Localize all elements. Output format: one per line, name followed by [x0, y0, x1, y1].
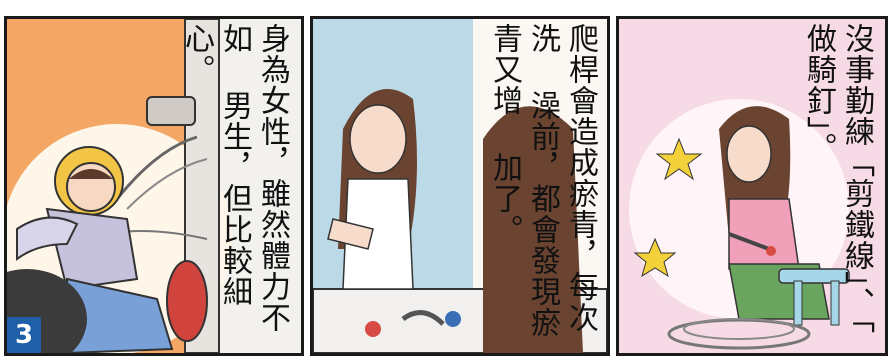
panel-1-line-2: 男生，但比較細心。 — [179, 23, 252, 307]
panel-2-line-3: 加了。 — [487, 152, 522, 245]
panel-2-line-2: 澡前，都會發現瘀青又增 — [487, 23, 560, 338]
panel-3-line-2: 做騎釘」。 — [801, 23, 836, 163]
panel-number-badge: 3 — [7, 317, 41, 353]
panel-climbing: 身為女性，雖然體力不如 男生，但比較細心。 3 — [4, 16, 304, 356]
mirror-illustration — [313, 19, 607, 353]
panel-1-line-1: 身為女性，雖然體力不如 — [217, 23, 290, 333]
cutting-wire-illustration — [619, 19, 885, 353]
climbing-illustration — [7, 19, 301, 353]
panel-mirror: 爬桿會造成瘀青，每次洗 澡前，都會發現瘀青又增 加了。 — [310, 16, 610, 356]
panel-cutting-wire: 沒事勤練「剪鐵線」、「 做騎釘」。 — [616, 16, 888, 356]
panel-1-caption: 身為女性，雖然體力不如 男生，但比較細心。 — [177, 23, 291, 353]
panel-2-line-1: 爬桿會造成瘀青，每次洗 — [525, 23, 598, 333]
panel-3-line-1: 沒事勤練「剪鐵線」、「 — [839, 23, 874, 334]
panel-3-caption: 沒事勤練「剪鐵線」、「 做騎釘」。 — [799, 23, 875, 353]
panel-2-caption: 爬桿會造成瘀青，每次洗 澡前，都會發現瘀青又增 加了。 — [485, 23, 599, 353]
